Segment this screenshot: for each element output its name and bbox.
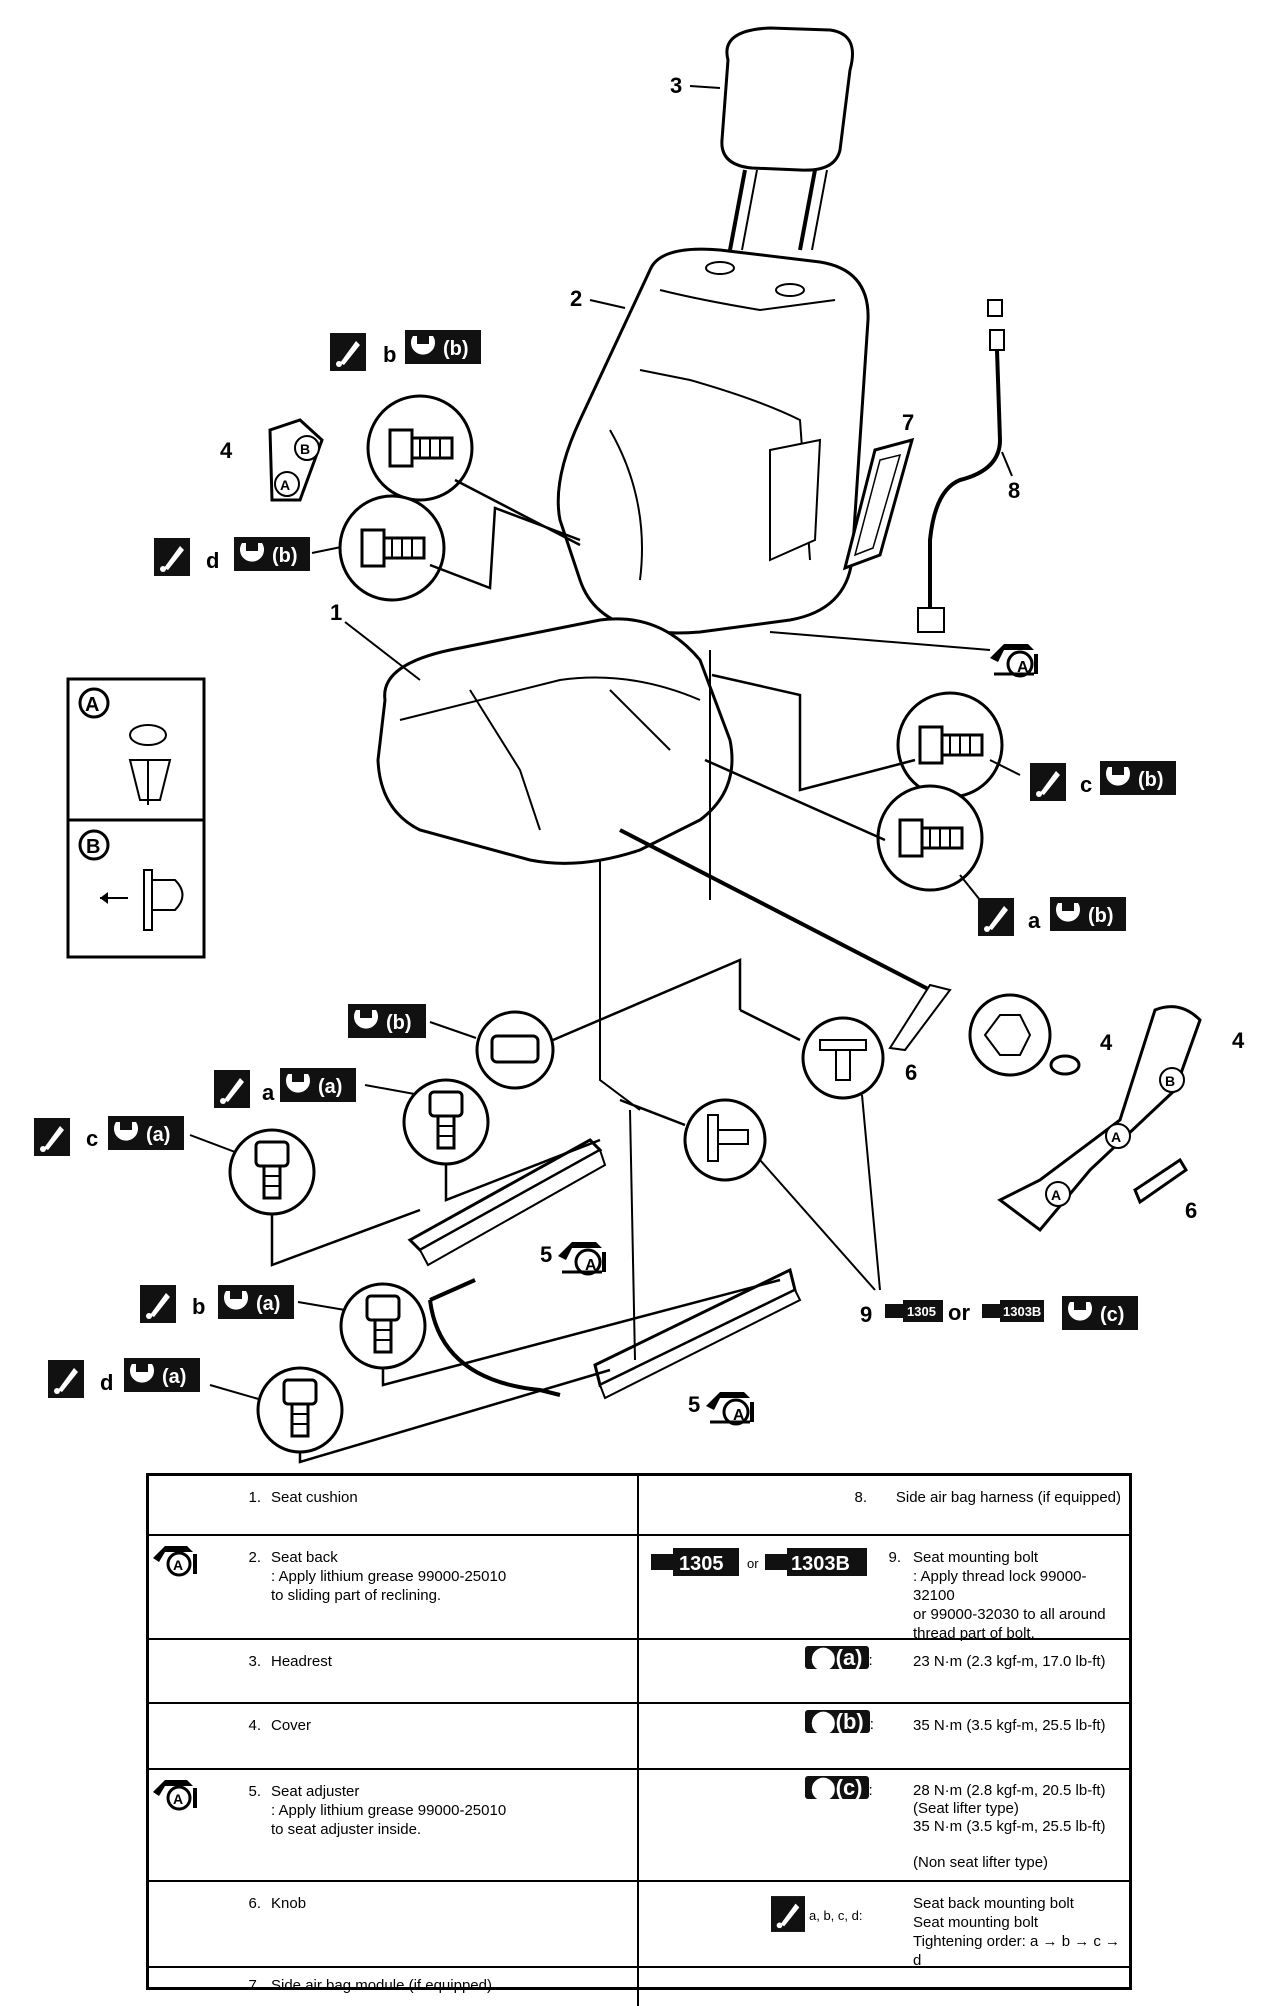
center-bolt-b: (b) (348, 958, 742, 1090)
svg-text:B: B (86, 836, 100, 858)
seat-back (556, 247, 870, 635)
legend-torque-c: ⬤(c): 28 N·m (2.8 kgf-m, 20.5 lb-ft) (Se… (639, 1770, 1129, 1882)
callout-6-upper: 6 (905, 1060, 917, 1085)
callout-4-ring: 4 (1100, 1030, 1113, 1055)
svg-text:d: d (100, 1370, 113, 1395)
grease-symbol-adjuster-2: 5 A (688, 1390, 756, 1426)
svg-text:B: B (300, 441, 310, 457)
svg-text:A: A (585, 1257, 597, 1274)
svg-text:(b): (b) (1088, 905, 1114, 927)
svg-text:or: or (747, 1556, 759, 1571)
legend-empty-cell (639, 1968, 1129, 2006)
seat-back-bolt-b: b (b) (330, 330, 581, 547)
seat-back-bolt-d: d (b) (154, 494, 581, 602)
svg-text:5: 5 (540, 1242, 552, 1267)
seat-back-bolt-c: c (b) (711, 673, 1176, 801)
mounting-bolt-9-lower (619, 1098, 767, 1182)
callout-4-upper: 4 (220, 438, 233, 463)
seat-cushion (376, 617, 734, 865)
grease-symbol-adjuster-1: 5 A (540, 1240, 608, 1276)
svg-text:1305: 1305 (679, 1553, 724, 1575)
callout-2: 2 (570, 286, 582, 311)
legend-row-6: 6. Knob (149, 1882, 639, 1968)
svg-text:(a): (a) (318, 1076, 342, 1098)
mounting-bolt-a: a (a) (214, 1068, 601, 1202)
svg-text:(c): (c) (1100, 1304, 1124, 1326)
svg-text:(b): (b) (272, 545, 298, 567)
mounting-bolt-c: c (a) (34, 1116, 421, 1267)
knob-lever (888, 983, 952, 1052)
seat-back-bolt-a: a (b) (704, 758, 1126, 936)
legend-torque-b: ⬤(b): 35 N·m (3.5 kgf-m, 25.5 lb-ft) (639, 1704, 1129, 1770)
grease-icon: A (153, 1780, 197, 1811)
mounting-bolt-b: b (a) (140, 1278, 781, 1387)
svg-text:(a): (a) (256, 1293, 280, 1315)
legend-row-2: A 2. Seat back : Apply lithium grease 99… (149, 1536, 639, 1640)
svg-text:A: A (173, 1557, 183, 1573)
svg-text:A: A (1017, 659, 1029, 676)
torque-icon: ⬤(a) (805, 1646, 869, 1669)
callout-4-cover: 4 (1232, 1028, 1245, 1053)
svg-text:1305: 1305 (907, 1304, 936, 1319)
thread-lock-legend-9: 9 1305 or 1303B (c) (860, 1296, 1138, 1330)
svg-text:b: b (383, 342, 396, 367)
clip (968, 993, 1081, 1077)
side-airbag-harness (917, 299, 1005, 633)
svg-text:A: A (733, 1407, 745, 1424)
cover-upper: B A (268, 418, 324, 502)
torque-icon: ⬤(b) (805, 1710, 870, 1733)
legend-torque-a: ⬤(a): 23 N·m (2.3 kgf-m, 17.0 lb-ft) (639, 1640, 1129, 1704)
brush-icon (771, 1896, 805, 1932)
svg-text:5: 5 (688, 1392, 700, 1417)
legend-table: 1. Seat cushion 8. Side air bag harness … (146, 1473, 1132, 2006)
svg-text:a: a (1028, 908, 1041, 933)
mounting-bolt-9-upper (739, 1008, 885, 1100)
svg-text:(b): (b) (443, 338, 469, 360)
svg-text:B: B (1165, 1073, 1175, 1089)
legend-tightening-order: a, b, c, d: Seat back mounting bolt Seat… (639, 1882, 1129, 1969)
grease-icon: A (153, 1546, 197, 1577)
svg-text:(a): (a) (146, 1124, 170, 1146)
svg-text:A: A (85, 694, 99, 716)
svg-text:(a): (a) (162, 1366, 186, 1388)
svg-text:c: c (86, 1126, 98, 1151)
legend-row-7: 7. Side air bag module (if equipped) (149, 1968, 639, 2006)
svg-text:A: A (280, 477, 290, 493)
callout-3: 3 (670, 73, 682, 98)
thread-lock-icon: 1305 or 1303B (651, 1548, 867, 1576)
svg-text:d: d (206, 548, 219, 573)
svg-text:1303B: 1303B (1003, 1304, 1041, 1319)
callout-6-lower: 6 (1185, 1198, 1197, 1223)
legend-row-9: 1305 or 1303B 9. Seat mounting bolt : Ap… (639, 1536, 1129, 1642)
svg-text:or: or (948, 1300, 970, 1325)
legend-row-1: 1. Seat cushion (149, 1476, 639, 1536)
legend-row-4: 4. Cover (149, 1704, 639, 1770)
svg-text:(b): (b) (386, 1012, 412, 1034)
callout-1: 1 (330, 600, 342, 625)
headrest (720, 26, 854, 251)
legend-row-5: A 5. Seat adjuster : Apply lithium greas… (149, 1770, 639, 1882)
svg-text:A: A (1051, 1187, 1061, 1203)
legend-row-3: 3. Headrest (149, 1640, 639, 1704)
mounting-bolt-d: d (a) (48, 1358, 611, 1464)
callout-7: 7 (902, 410, 914, 435)
callout-8: 8 (1008, 478, 1020, 503)
svg-text:A: A (173, 1791, 183, 1807)
legend-row-8: 8. Side air bag harness (if equipped) (639, 1476, 1129, 1536)
svg-text:b: b (192, 1294, 205, 1319)
svg-text:9: 9 (860, 1302, 872, 1327)
cover-lower: B A A (997, 1005, 1202, 1233)
svg-text:a: a (262, 1080, 275, 1105)
torque-icon: ⬤(c) (805, 1776, 869, 1799)
svg-text:c: c (1080, 772, 1092, 797)
svg-text:A: A (1111, 1129, 1121, 1145)
seat-exploded-diagram: 3 2 7 8 1 B A 4 (34, 26, 1245, 1464)
seat-adjuster (407, 650, 802, 1400)
detail-box: A B (66, 677, 206, 959)
svg-text:(b): (b) (1138, 769, 1164, 791)
grease-symbol-seatback: A (769, 631, 1040, 678)
svg-text:1303B: 1303B (791, 1553, 850, 1575)
